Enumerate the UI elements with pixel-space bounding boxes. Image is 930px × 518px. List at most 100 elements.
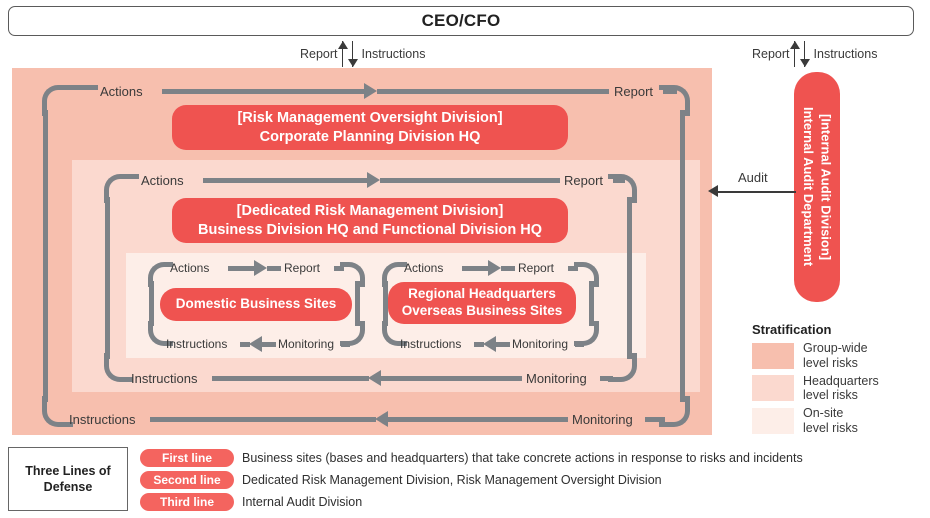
site-left-report-stem-b: [334, 266, 344, 271]
group-actions-stem-a: [68, 85, 98, 90]
group-loop-right-edge: [680, 110, 685, 402]
site-right-actions-label: Actions: [404, 261, 444, 275]
desc-first-line: Business sites (bases and headquarters) …: [242, 450, 803, 465]
dedicated-line1: [Dedicated Risk Management Division]: [236, 203, 504, 220]
ceo-cfo-label: CEO/CFO: [421, 11, 501, 30]
legend-item-group-wide: Group-wide level risks: [752, 341, 924, 371]
site-right-corner-br: [574, 321, 599, 346]
desc-third-line: Internal Audit Division: [242, 494, 363, 509]
site-left-instructions-stem: [240, 342, 250, 347]
group-loop-corner-tr: [659, 85, 690, 116]
group-monitoring-label: Monitoring: [572, 412, 633, 427]
group-monitoring-stem: [388, 417, 568, 422]
instructions-down-arrow: [347, 41, 358, 67]
site-left-actions-label: Actions: [170, 261, 210, 275]
legend-onsite-line2: level risks: [803, 420, 858, 435]
group-loop-corner-bl: [42, 396, 73, 427]
legend-swatch-group-wide: [752, 342, 794, 369]
site-right-corner-bl: [382, 321, 407, 346]
site-right-monitoring-stem: [496, 342, 510, 347]
hq-actions-label: Actions: [141, 173, 184, 188]
site-left-monitoring-label: Monitoring: [278, 337, 335, 351]
legend-text-onsite: On-site level risks: [803, 406, 858, 436]
audit-arrowhead: [708, 185, 718, 197]
site-left-corner-tl: [148, 262, 173, 287]
top-right-flow-arrows: Report Instructions: [752, 41, 877, 67]
oversight-line1: [Risk Management Oversight Division]: [237, 110, 503, 127]
tlod-title-line1: Three Lines of: [25, 463, 111, 478]
hq-monitoring-label: Monitoring: [526, 371, 587, 386]
legend-text-group-wide: Group-wide level risks: [803, 341, 868, 371]
hq-loop-corner-br: [608, 353, 637, 382]
site-left-right-edge: [355, 281, 360, 326]
badge-third-line: Third line: [140, 492, 234, 511]
hq-actions-arrowhead: [367, 172, 380, 188]
regional-headquarters-overseas-box: Regional Headquarters Overseas Business …: [388, 282, 576, 324]
site-right-report-stem-b: [568, 266, 578, 271]
hq-loop-corner-tr: [608, 174, 637, 203]
site-right-actions-arrowhead: [488, 260, 501, 276]
desc-second-line: Dedicated Risk Management Division, Risk…: [242, 472, 662, 487]
site-right-right-edge: [589, 281, 594, 326]
risk-management-oversight-division-box: [Risk Management Oversight Division] Cor…: [172, 105, 568, 150]
site-left-instructions-arrowhead: [249, 336, 262, 352]
hq-report-label: Report: [564, 173, 604, 188]
site-left-actions-stem: [228, 266, 255, 271]
ceo-cfo-box: CEO/CFO: [8, 6, 914, 36]
internal-audit-label: [Internal Audit Division] Internal Audit…: [801, 107, 834, 267]
site-left-monitoring-stem: [262, 342, 276, 347]
site-right-instructions-stem: [474, 342, 484, 347]
site-left-report-stem: [267, 266, 281, 271]
instructions-down-arrow-right: [799, 41, 810, 67]
site-right-report-stem: [501, 266, 515, 271]
audit-arrow-stem: [716, 191, 796, 193]
top-left-flow-arrows: Report Instructions: [300, 41, 425, 67]
domestic-business-sites-box: Domestic Business Sites: [160, 288, 352, 321]
hq-monitoring-stem-b: [600, 376, 613, 381]
legend-text-headquarters: Headquarters level risks: [803, 374, 879, 404]
three-lines-of-defense-title-box: Three Lines of Defense: [8, 447, 128, 511]
site-right-monitoring-label: Monitoring: [512, 337, 569, 351]
group-monitoring-stem-b: [645, 417, 665, 422]
audit-label: Audit: [738, 170, 768, 185]
site-right-report-label: Report: [518, 261, 555, 275]
legend-group-wide-line2: level risks: [803, 355, 858, 370]
dedicated-line2: Business Division HQ and Functional Divi…: [197, 221, 543, 238]
group-report-stem: [377, 89, 609, 94]
hq-instructions-label: Instructions: [131, 371, 198, 386]
report-up-arrow: [337, 41, 348, 67]
hq-loop-corner-bl: [104, 353, 133, 382]
legend-group-wide-line1: Group-wide: [803, 341, 868, 355]
legend-title: Stratification: [752, 322, 832, 337]
three-lines-of-defense-list: First line Business sites (bases and hea…: [140, 447, 925, 513]
group-instructions-label: Instructions: [69, 412, 136, 427]
badge-first-line: First line: [140, 448, 234, 467]
group-actions-arrowhead: [364, 83, 377, 99]
site-right-instructions-arrowhead: [483, 336, 496, 352]
regional-line1: Regional Headquarters: [408, 286, 556, 302]
hq-loop-left-edge: [105, 197, 110, 359]
site-right-corner-tl: [382, 262, 407, 287]
legend-swatch-headquarters: [752, 375, 794, 402]
group-report-label: Report: [614, 84, 654, 99]
site-right-actions-stem: [462, 266, 489, 271]
site-left-corner-bl: [148, 321, 173, 346]
site-left-left-edge: [149, 281, 154, 326]
legend-swatch-onsite: [752, 407, 794, 434]
hq-loop-corner-tl: [104, 174, 133, 203]
hq-report-stem: [380, 178, 560, 183]
hq-loop-right-edge: [627, 197, 632, 359]
legend-onsite-line1: On-site: [803, 406, 844, 420]
regional-line2: Overseas Business Sites: [401, 303, 563, 318]
legend-headquarters-line1: Headquarters: [803, 373, 879, 388]
internal-audit-division-box: [Internal Audit Division] Internal Audit…: [794, 72, 840, 302]
site-left-corner-tr: [340, 262, 365, 287]
site-left-instructions-label: Instructions: [166, 337, 228, 351]
stratification-legend: Stratification Group-wide level risks He…: [752, 322, 924, 439]
site-right-instructions-label: Instructions: [400, 337, 462, 351]
group-loop-corner-tl: [42, 85, 73, 116]
site-left-monitoring-stem-b: [341, 342, 350, 347]
list-item: Third line Internal Audit Division: [140, 491, 925, 512]
group-instructions-arrowhead: [375, 411, 388, 427]
report-up-arrow-right: [789, 41, 800, 67]
